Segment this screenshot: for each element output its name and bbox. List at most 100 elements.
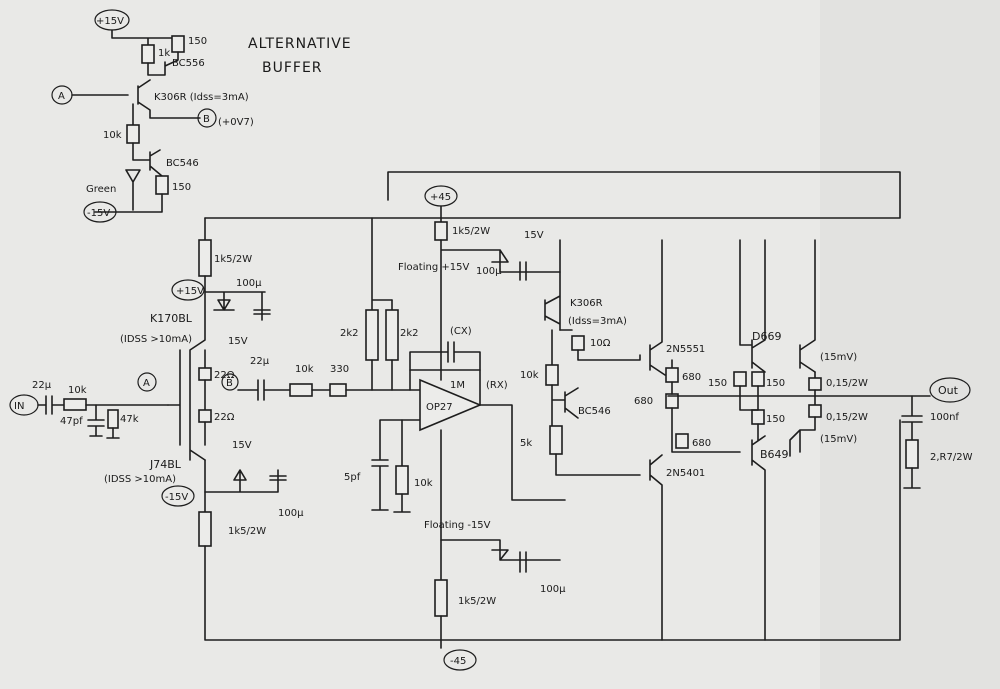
op27-label: OP27: [426, 402, 453, 413]
re-top: [808, 377, 822, 391]
input-stage: IN 22µ 10k 47pf 47k A: [9, 372, 169, 439]
fe-r22a-label: 22Ω: [214, 370, 235, 381]
buf-plus07-label: (+0V7): [218, 117, 254, 128]
r2k2a: [365, 309, 379, 361]
buf-r10k-label: 10k: [103, 130, 122, 141]
fe-r1k5-bot: [198, 511, 212, 547]
r1k5-bot: [434, 579, 448, 617]
input-r47k: [107, 409, 119, 429]
buf-r1k-label: 1k: [158, 48, 170, 59]
r680b-label: 680: [634, 396, 653, 407]
r2k2b: [385, 309, 399, 361]
fe-z15b-label: 15V: [232, 440, 252, 451]
cpl-r10k-label: 10k: [295, 364, 314, 375]
fe-r22a: [198, 367, 212, 381]
re-bot-label: 0,15/2W: [826, 412, 868, 423]
c5p-label: 5pf: [344, 472, 361, 483]
minus45-label: -45: [450, 656, 466, 667]
buf-k306-label: K306R (Idss=3mA): [154, 92, 249, 103]
r2k2a-label: 2k2: [340, 328, 359, 339]
fe-r22b-label: 22Ω: [214, 412, 235, 423]
k306-out-idss-label: (Idss=3mA): [568, 316, 627, 327]
r680a: [665, 367, 679, 383]
r150c-label: 150: [708, 378, 727, 389]
output-stage: K306R (Idss=3mA) 10Ω 10k BC546 5k 2N5551…: [520, 239, 973, 641]
r680a-label: 680: [682, 372, 701, 383]
input-c47p-label: 47pf: [60, 416, 83, 427]
fe-B-node: [221, 373, 239, 391]
input-A-label: A: [143, 378, 150, 389]
bc546-mid-label: BC546: [578, 406, 611, 417]
re-bot: [808, 404, 822, 418]
buf-r1k: [141, 44, 155, 64]
buf-minus15-tag: [83, 201, 117, 223]
buf-r150: [171, 35, 185, 53]
r680c-label: 680: [692, 438, 711, 449]
r150c: [733, 371, 747, 387]
r10ohm: [571, 335, 585, 351]
fe-minus15-tag: [161, 485, 195, 507]
fe-r1k5-top-label: 1k5/2W: [214, 254, 252, 265]
input-label: IN: [14, 401, 24, 412]
title-buffer: BUFFER: [262, 60, 323, 76]
rx-label: (RX): [486, 380, 508, 391]
r10k-mid-label: 10k: [520, 370, 539, 381]
fe-plus15-label: +15V: [176, 286, 204, 297]
r1k5-top-label: 1k5/2W: [452, 226, 490, 237]
r5k: [549, 425, 563, 455]
c100u-top-label: 100µ: [476, 266, 502, 277]
r150d: [751, 371, 765, 387]
buf-r150-label: 150: [188, 36, 207, 47]
q2n5551-label: 2N5551: [666, 344, 705, 355]
cpl-c22u-label: 22µ: [250, 356, 270, 367]
fe-r22b: [198, 409, 212, 423]
buf-bc546-label: BC546: [166, 158, 199, 169]
input-r47k-label: 47k: [120, 414, 139, 425]
re-top-v-label: (15mV): [820, 352, 857, 363]
r5k-label: 5k: [520, 438, 532, 449]
c100u-bot-label: 100µ: [540, 584, 566, 595]
op27-amp: [419, 378, 483, 432]
r150e-label: 150: [766, 414, 785, 425]
floating-minus15-label: Floating -15V: [424, 520, 491, 531]
jfet-front-end: 1k5/2W +15V 100µ 15V K170BL (IDSS >10mA)…: [104, 171, 901, 641]
buf-r150b-label: 150: [172, 182, 191, 193]
buf-r10k: [126, 124, 140, 144]
r1k5-bot-label: 1k5/2W: [458, 596, 496, 607]
fe-plus15-tag: [171, 279, 205, 301]
j74bl-idss-label: (IDSS >10mA): [104, 474, 176, 485]
r10ohm-label: 10Ω: [590, 338, 611, 349]
buf-r150b: [155, 175, 169, 195]
cpl-r330-label: 330: [330, 364, 349, 375]
b649-label: B649: [760, 448, 789, 461]
output-label: Out: [938, 384, 959, 397]
fe-c100ub-label: 100µ: [278, 508, 304, 519]
fe-r1k5-bot-label: 1k5/2W: [228, 526, 266, 537]
k170bl-label: K170BL: [150, 312, 193, 325]
buf-minus15-label: -15V: [87, 208, 110, 219]
r2k2b-label: 2k2: [400, 328, 419, 339]
r1k5-top: [434, 221, 448, 241]
cpl-r330: [329, 383, 347, 397]
z15-top-label: 15V: [524, 230, 544, 241]
r10k-gnd-label: 10k: [414, 478, 433, 489]
input-r10k-label: 10k: [68, 385, 87, 396]
c100n-label: 100nf: [930, 412, 959, 423]
buf-B-label: B: [203, 114, 210, 125]
fe-B-label: B: [226, 378, 233, 389]
k170bl-idss-label: (IDSS >10mA): [120, 334, 192, 345]
r2r7-label: 2,R7/2W: [930, 452, 973, 463]
input-A-node: [137, 372, 157, 392]
re-top-label: 0,15/2W: [826, 378, 868, 389]
output-jack[interactable]: [929, 377, 971, 403]
fe-c100u-label: 100µ: [236, 278, 262, 289]
r150d-label: 150: [766, 378, 785, 389]
buf-bc556-label: BC556: [172, 58, 205, 69]
minus45-tag: [443, 649, 477, 671]
fe-minus15-label: -15V: [165, 492, 188, 503]
r1m-label: 1M: [450, 380, 465, 391]
fe-z15-label: 15V: [228, 336, 248, 347]
cx-label: (CX): [450, 326, 472, 337]
opamp-stage: 22µ 10k 330 2k2 2k2 5pf 10k OP27 (CX) 1M…: [237, 185, 566, 671]
